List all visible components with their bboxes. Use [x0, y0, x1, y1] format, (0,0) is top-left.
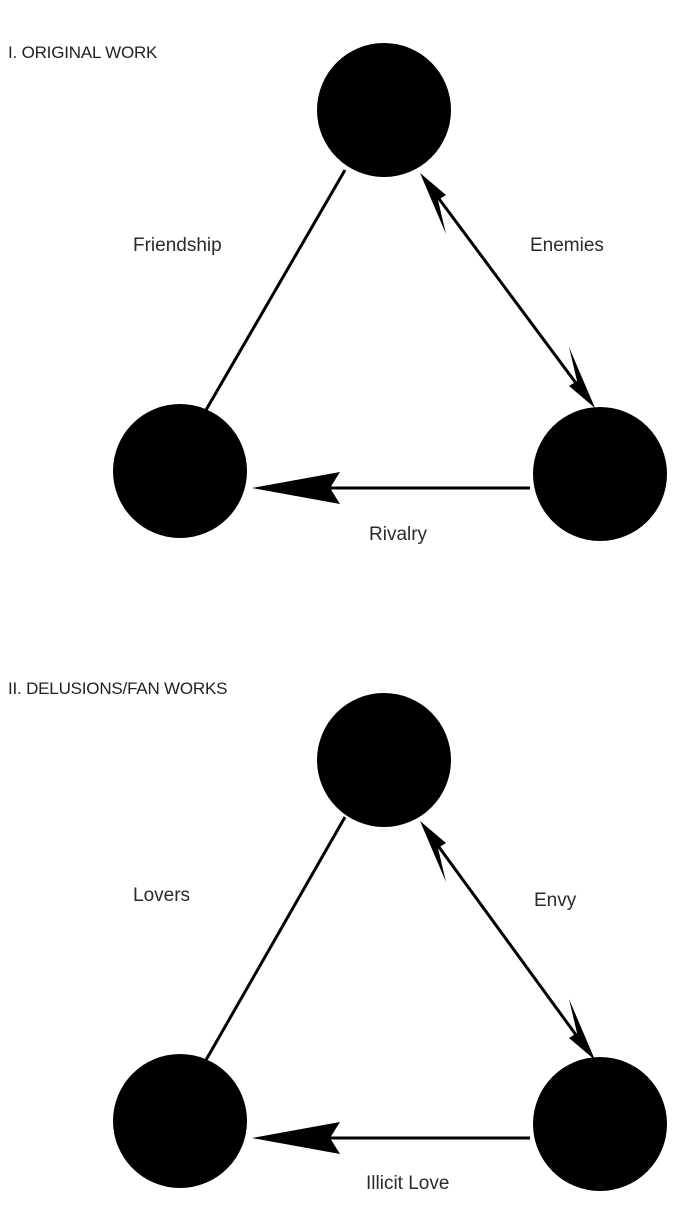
node-left-character	[113, 1054, 247, 1188]
edge-envy	[426, 831, 589, 1051]
node-right-character	[533, 1057, 667, 1191]
edge-label-enemies: Enemies	[530, 235, 604, 256]
arrowhead-illicit-love	[252, 1122, 340, 1154]
diagram-original-work: I. ORIGINAL WORK Friendship Enemies Riva…	[8, 43, 667, 545]
edge-label-rivalry: Rivalry	[369, 524, 428, 545]
arrowhead-envy-bottom	[569, 999, 595, 1060]
edge-label-envy: Envy	[534, 890, 577, 911]
node-top-character	[317, 43, 451, 177]
edge-lovers	[204, 816, 347, 1061]
arrowhead-envy-top	[420, 821, 446, 882]
node-left-character	[113, 404, 247, 538]
section-title-original-work: I. ORIGINAL WORK	[8, 43, 158, 62]
section-title-delusions-fan-works: II. DELUSIONS/FAN WORKS	[8, 679, 227, 698]
node-right-character	[533, 407, 667, 541]
arrowhead-rivalry	[252, 472, 340, 504]
edge-friendship	[204, 169, 347, 411]
diagram-delusions-fan-works: II. DELUSIONS/FAN WORKS Lovers Envy Illi…	[8, 679, 667, 1194]
edge-label-friendship: Friendship	[133, 235, 222, 256]
arrowhead-enemies-top	[420, 173, 446, 234]
arrowhead-enemies-bottom	[569, 347, 595, 408]
edge-label-lovers: Lovers	[133, 885, 190, 906]
edge-label-illicit-love: Illicit Love	[366, 1173, 449, 1194]
node-top-character	[317, 693, 451, 827]
edge-enemies	[426, 183, 589, 399]
